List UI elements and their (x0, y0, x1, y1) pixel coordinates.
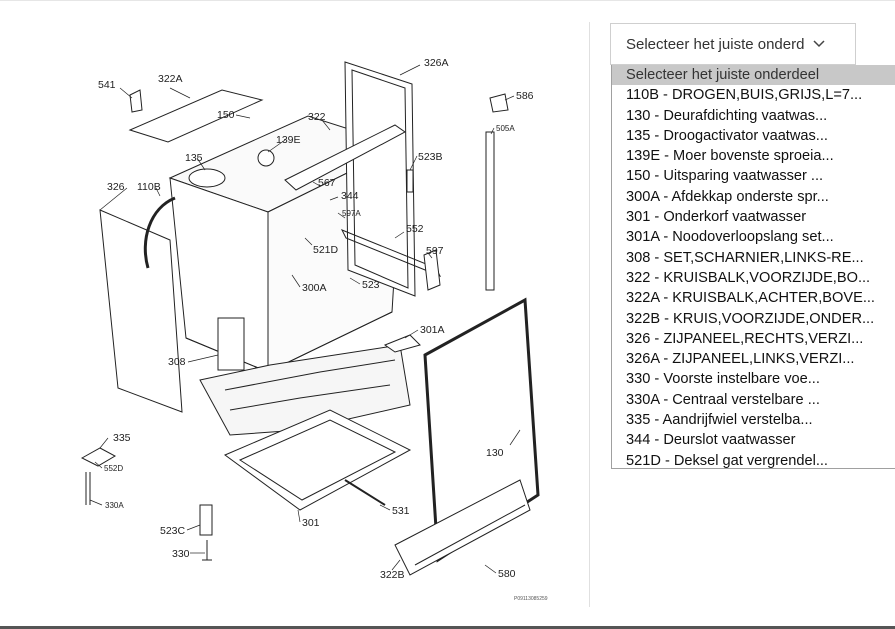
diagram-label: 330 (172, 548, 190, 560)
part-select-value: Selecteer het juiste onderd (626, 35, 805, 53)
diagram-label: 531 (392, 505, 410, 517)
diagram-label: 552D (104, 464, 123, 473)
diagram-label: 322 (308, 111, 326, 123)
diagram-label: 344 (341, 190, 359, 202)
lower-basket (223, 409, 412, 511)
diagram-label: 150 (217, 109, 235, 121)
option-item[interactable]: 326A - ZIJPANEEL,LINKS,VERZI... (626, 351, 855, 368)
diagram-label: 552 (406, 223, 424, 235)
option-item[interactable]: 330 - Voorste instelbare voe... (626, 371, 820, 388)
diagram-label: 597 (426, 245, 444, 257)
diagram-label: 300A (302, 282, 327, 294)
option-item[interactable]: 301A - Noodoverloopslang set... (626, 229, 834, 246)
diagram-label: 541 (98, 79, 116, 91)
option-item[interactable]: 335 - Aandrijfwiel verstelba... (626, 412, 813, 429)
exploded-parts-diagram: 541 322A 150 322 139E 326A 586 505A 135 … (80, 57, 548, 602)
diagram-label: 523C (160, 525, 186, 537)
option-item[interactable]: 139E - Moer bovenste sproeia... (626, 148, 834, 165)
option-item[interactable]: 301 - Onderkorf vaatwasser (626, 209, 807, 226)
option-item[interactable]: 322A - KRUISBALK,ACHTER,BOVE... (626, 290, 875, 307)
bottom-rail (394, 479, 531, 576)
option-item[interactable]: 110B - DROGEN,BUIS,GRIJS,L=7... (626, 87, 863, 104)
diagram-label: 335 (113, 432, 131, 444)
option-item[interactable]: 135 - Droogactivator vaatwas... (626, 127, 828, 144)
option-item[interactable]: 308 - SET,SCHARNIER,LINKS-RE... (626, 249, 864, 266)
option-item[interactable]: 322 - KRUISBALK,VOORZIJDE,BO... (626, 269, 871, 286)
diagram-label: 597A (342, 209, 361, 218)
diagram-label: 505A (496, 124, 515, 133)
diagram-label: 308 (168, 356, 186, 368)
diagram-label: 523B (418, 151, 443, 163)
diagram-label: 523 (362, 279, 380, 291)
option-item[interactable]: 150 - Uitsparing vaatwasser ... (626, 168, 824, 185)
diagram-label: 326A (424, 57, 449, 69)
option-placeholder[interactable]: Selecteer het juiste onderdeel (612, 65, 895, 86)
option-item[interactable]: 130 - Deurafdichting vaatwas... (626, 107, 828, 124)
diagram-label: 130 (486, 447, 504, 459)
option-item[interactable]: 521D - Deksel gat vergrendel... (626, 452, 828, 469)
front-cross-beam (284, 124, 406, 191)
right-side-panel (344, 61, 416, 297)
part-select[interactable]: Selecteer het juiste onderd (610, 23, 856, 65)
diagram-label: 301 (302, 517, 320, 529)
left-side-panel (99, 209, 183, 413)
diagram-labels: 541 322A 150 322 139E 326A 586 505A 135 … (98, 57, 548, 602)
strip-505a (485, 131, 495, 291)
option-item[interactable]: 322B - KRUIS,VOORZIJDE,ONDER... (626, 310, 875, 327)
rear-cross-beam (128, 89, 264, 143)
column-divider (589, 22, 590, 607)
diagram-label: 586 (516, 90, 534, 102)
option-item[interactable]: 300A - Afdekkap onderste spr... (626, 188, 829, 205)
diagram-label: 326 (107, 181, 125, 193)
diagram-label: 135 (185, 152, 203, 164)
diagram-label: 567 (318, 177, 336, 189)
chevron-down-icon (812, 37, 826, 51)
diagram-label: 139E (276, 134, 301, 146)
option-item[interactable]: 330A - Centraal verstelbare ... (626, 391, 820, 408)
diagram-label: 322B (380, 569, 405, 581)
base-frame (199, 344, 411, 436)
option-item[interactable]: 326 - ZIJPANEEL,RECHTS,VERZI... (626, 330, 864, 347)
diagram-label: 521D (313, 244, 339, 256)
top-divider (0, 0, 895, 1)
option-item[interactable]: 344 - Deurslot vaatwasser (626, 432, 796, 449)
diagram-label: 322A (158, 73, 183, 85)
diagram-label: 110B (137, 181, 161, 193)
rail-552 (340, 229, 442, 277)
diagram-footer-code: P09113085259 (514, 596, 548, 602)
diagram-label: 580 (498, 568, 516, 580)
bottom-divider (0, 626, 895, 629)
door-seal (423, 297, 540, 563)
diagram-label: 301A (420, 324, 445, 336)
diagram-label: 330A (105, 501, 124, 510)
